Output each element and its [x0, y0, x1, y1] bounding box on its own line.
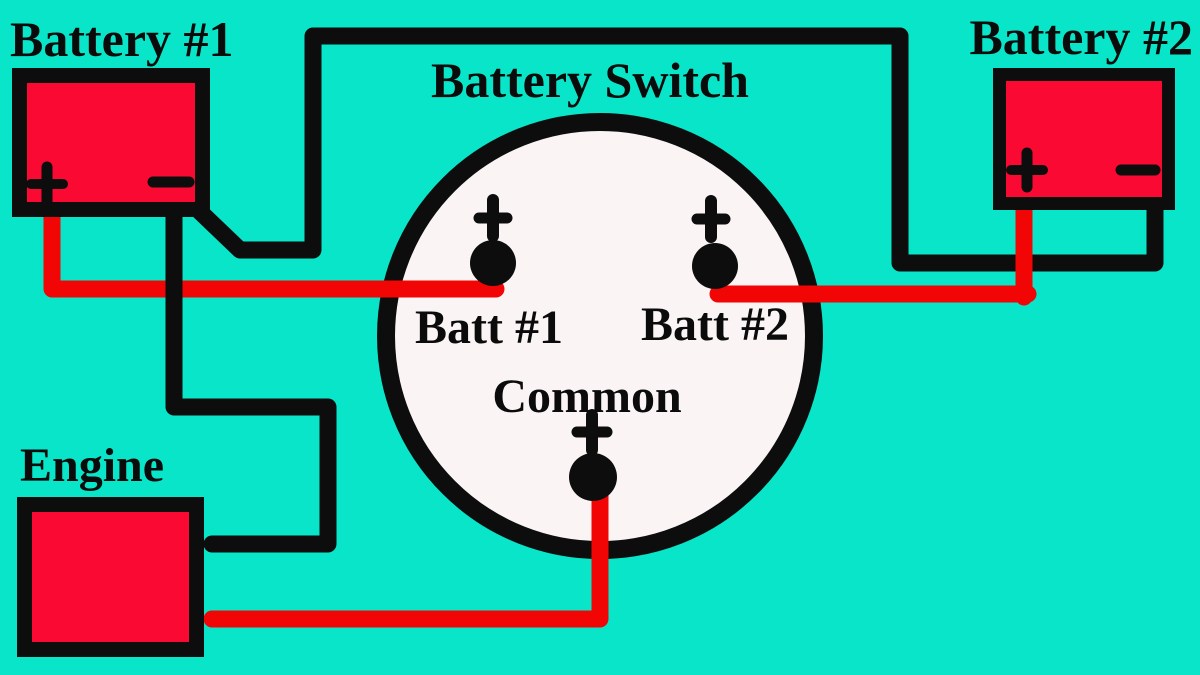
- battery2-plus-terminal-icon: [1006, 147, 1048, 193]
- common-to-engine-wire: [203, 469, 609, 628]
- common-post-plus-icon: [571, 409, 613, 456]
- battery1-label: Battery #1: [10, 11, 234, 67]
- batt1-post-label: Batt #1: [415, 301, 563, 354]
- engine-label: Engine: [20, 439, 164, 492]
- battery1-to-engine-ground-wire: [165, 195, 337, 553]
- common-post: [569, 453, 617, 501]
- batt1-post: [470, 240, 516, 286]
- battery-switch-label: Battery Switch: [431, 52, 749, 108]
- battery2-positive-wire: [709, 195, 1037, 306]
- batt2-post-label: Batt #2: [641, 298, 789, 351]
- battery1-to-battery2-negative-wire: [184, 27, 1164, 272]
- engine-box: [17, 497, 204, 657]
- battery1-plus-terminal-icon: [26, 161, 68, 207]
- batt1-post-plus-icon: [473, 194, 513, 242]
- battery1-positive-wire: [43, 195, 505, 298]
- battery2-label: Battery #2: [969, 9, 1193, 65]
- common-post-label: Common: [492, 370, 681, 423]
- batt2-post: [692, 243, 738, 289]
- batt2-post-plus-icon: [691, 195, 731, 243]
